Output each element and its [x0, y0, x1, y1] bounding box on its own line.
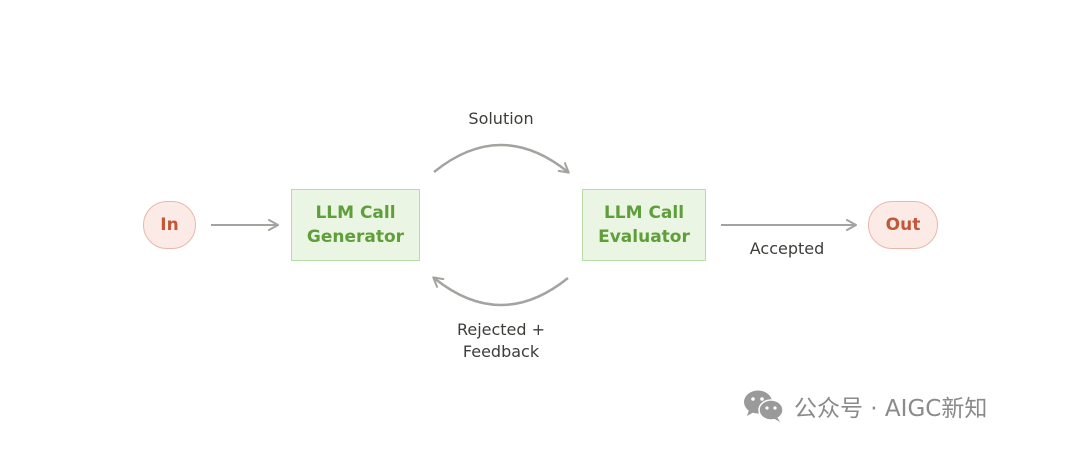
output-node: Out [868, 201, 938, 249]
accepted-edge-label: Accepted [749, 239, 825, 258]
evaluator-node-line-1: LLM Call [603, 203, 685, 223]
watermark: 公众号 · AIGC新知 [742, 388, 987, 424]
evaluator-node: LLM Call Evaluator [582, 189, 706, 261]
rejected-edge-label-line-1: Rejected + [456, 320, 546, 339]
wechat-icon [744, 390, 784, 422]
evaluator-node-line-2: Evaluator [598, 227, 690, 247]
input-node-label: In [160, 215, 179, 235]
watermark-text: 公众号 · AIGC新知 [794, 396, 988, 422]
generator-node: LLM Call Generator [291, 189, 420, 261]
input-node: In [143, 201, 196, 249]
rejected-edge-label-line-2: Feedback [462, 342, 540, 361]
solution-edge-label: Solution [468, 109, 534, 128]
arrow-solution [433, 143, 570, 174]
output-node-label: Out [885, 215, 921, 235]
arrow-rejected-feedback [432, 276, 569, 307]
rejected-feedback-edge-label: Rejected + Feedback [441, 319, 561, 363]
generator-node-line-1: LLM Call [315, 203, 396, 223]
generator-node-line-2: Generator [306, 227, 405, 247]
